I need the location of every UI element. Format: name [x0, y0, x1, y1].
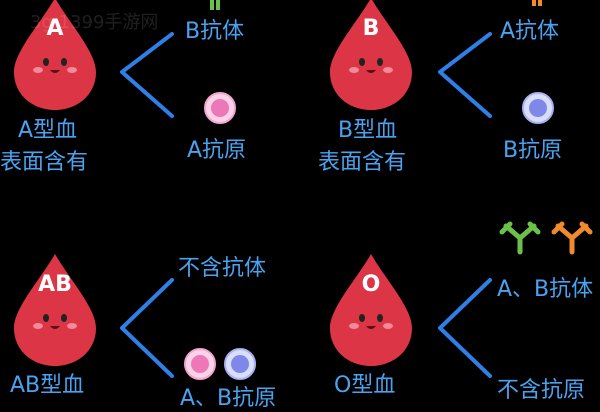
antibody-a-icon [499, 221, 541, 255]
blood-type-sublabel: 表面含有 [0, 150, 89, 175]
bracket-icon [120, 278, 174, 378]
bracket-icon [438, 278, 492, 378]
blood-drop-icon [14, 0, 96, 110]
drop-letter: B [362, 16, 380, 41]
antibody-label: A抗体 [500, 19, 560, 44]
antigen-label: 不含抗原 [497, 378, 586, 403]
antigen-b-icon [224, 348, 256, 380]
antigen-a-icon [204, 92, 236, 124]
antibody-b-icon [551, 221, 593, 255]
antibody-label: A、B抗体 [497, 277, 594, 302]
antigen-a-icon [184, 348, 216, 380]
antibody-label: B抗体 [185, 19, 245, 44]
watermark: 3g 1399手游网 [30, 12, 159, 33]
blood-type-label: B型血 [338, 118, 398, 143]
drop-letter: O [361, 272, 381, 297]
blood-drop-icon [330, 0, 412, 110]
antibody-label: 不含抗体 [178, 256, 267, 281]
antigen-label: A抗原 [187, 138, 247, 163]
blood-drop-icon [14, 254, 96, 366]
bracket-icon [438, 32, 492, 118]
antibody-b-icon [532, 0, 542, 6]
diagram-graphics [120, 0, 593, 380]
antigen-b-icon [522, 92, 554, 124]
antibody-a-icon [210, 0, 220, 10]
blood-type-label: A型血 [18, 118, 78, 143]
blood-type-label: AB型血 [10, 373, 85, 398]
blood-drop-icon [330, 254, 412, 366]
drop-letter: A [46, 16, 64, 41]
antigen-label: B抗原 [503, 138, 563, 163]
blood-type-label: O型血 [334, 373, 396, 398]
drop-letter: AB [38, 272, 72, 297]
blood-type-sublabel: 表面含有 [318, 150, 407, 175]
bracket-icon [120, 32, 174, 118]
